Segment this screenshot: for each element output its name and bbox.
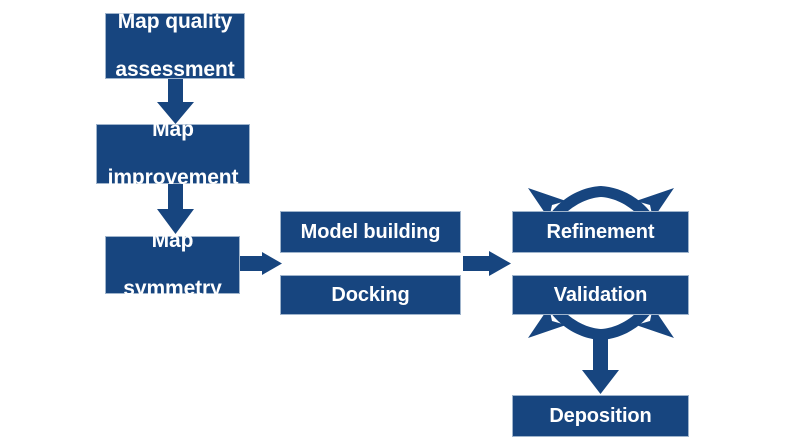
arrow-docking-to-refinement: [463, 251, 511, 276]
node-label-line2: improvement: [107, 165, 239, 189]
node-label-line2: symmetry: [123, 276, 222, 300]
node-deposition[interactable]: Deposition: [512, 395, 689, 437]
node-map-quality-assessment[interactable]: Map quality assessment: [103, 10, 246, 82]
node-docking[interactable]: Docking: [280, 275, 461, 315]
node-map-improvement-label: Map improvement: [96, 118, 251, 190]
arrow-validation-to-deposition: [582, 330, 619, 394]
arrow-map-quality-to-map-improvement: [157, 79, 194, 124]
arrow-map-improvement-to-map-symmetry: [157, 184, 194, 234]
node-deposition-label: Deposition: [549, 404, 652, 427]
node-docking-label: Docking: [331, 283, 410, 306]
node-model-building[interactable]: Model building: [280, 211, 461, 253]
arrow-map-symmetry-to-model-building: [240, 252, 282, 275]
cycle-arc-top: [528, 186, 674, 247]
node-map-quality-assessment-label: Map quality assessment: [103, 10, 246, 82]
node-label-line1: Map: [151, 229, 194, 253]
node-label-line2: assessment: [115, 57, 235, 81]
node-refinement[interactable]: Refinement: [512, 211, 689, 253]
node-label-line1: Map: [152, 118, 194, 142]
node-map-symmetry[interactable]: Map symmetry: [105, 229, 240, 300]
node-label-line1: Map quality: [117, 10, 233, 34]
node-model-building-label: Model building: [300, 220, 441, 243]
node-map-symmetry-label: Map symmetry: [111, 229, 233, 301]
cycle-arc-bottom: [528, 279, 674, 340]
node-validation[interactable]: Validation: [512, 275, 689, 315]
node-map-improvement[interactable]: Map improvement: [96, 118, 250, 189]
node-validation-label: Validation: [553, 283, 648, 306]
node-refinement-label: Refinement: [546, 220, 655, 243]
